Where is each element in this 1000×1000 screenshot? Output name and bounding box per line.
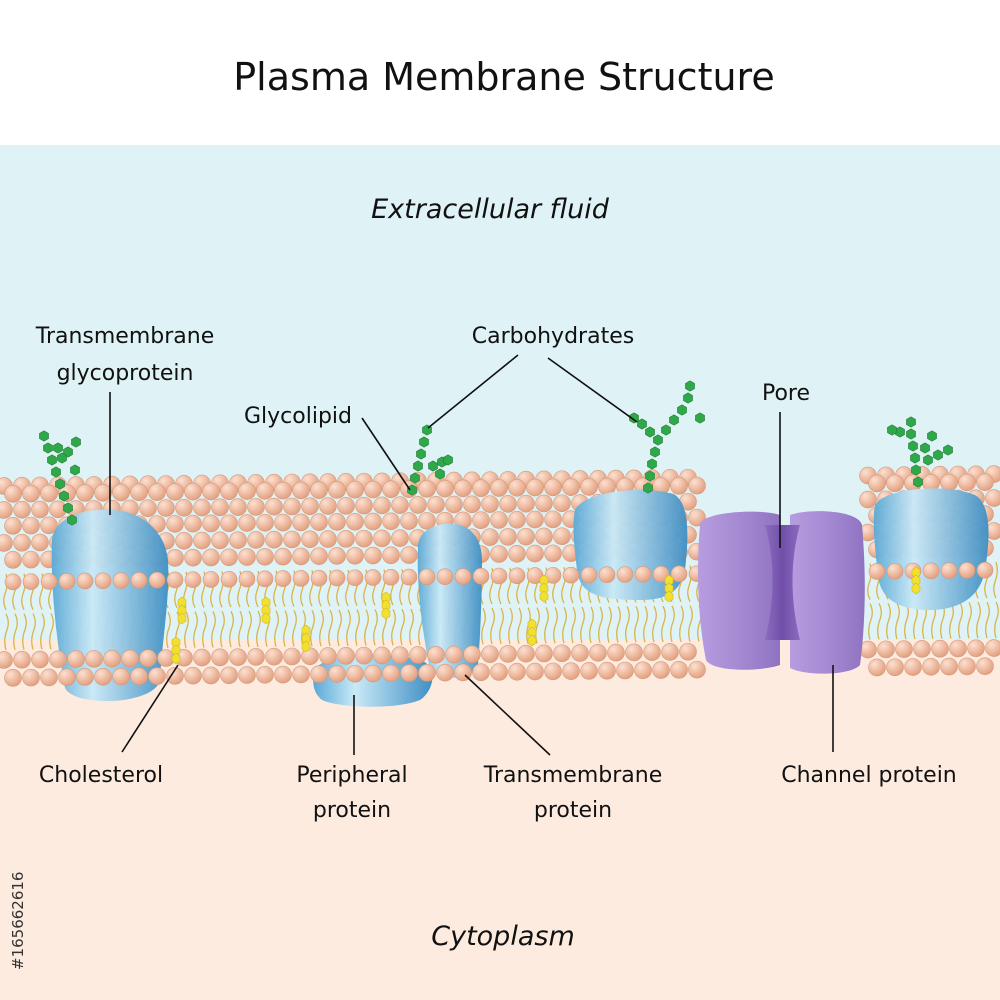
carbohydrates-label: Carbohydrates (472, 324, 634, 349)
title-background (0, 0, 1000, 145)
phospholipid-heads-upper (0, 465, 1000, 569)
page-title: Plasma Membrane Structure (233, 55, 774, 99)
leader-lines (109, 354, 834, 756)
cholesterol-label: Cholesterol (39, 763, 163, 788)
transmembrane-glycoprotein-label-line2: glycoprotein (57, 361, 194, 386)
glycoprotein-right (873, 488, 989, 610)
channel-protein-label: Channel protein (781, 763, 957, 788)
transmembrane-protein-label: Transmembrane (483, 763, 663, 788)
carbohydrate-chains (39, 380, 953, 526)
peripheral-protein-label: Peripheral (296, 763, 407, 788)
side-watermark-text: #165662616 (9, 871, 27, 970)
transmembrane-protein (417, 523, 482, 678)
glycolipid-label: Glycolipid (244, 404, 352, 429)
phospholipid-heads-lower (0, 561, 1000, 687)
pore-label: Pore (762, 381, 810, 406)
channel-protein (698, 511, 865, 674)
cytoplasm-label: Cytoplasm (431, 921, 575, 952)
peripheral-protein-label-line2: protein (313, 798, 391, 823)
cholesterol-molecules (171, 566, 921, 665)
transmembrane-protein-label-line2: protein (534, 798, 612, 823)
pore-opening (765, 525, 800, 640)
transmembrane-glycoprotein-label: Transmembrane (35, 324, 215, 349)
extracellular-label: Extracellular fluid (371, 194, 610, 225)
